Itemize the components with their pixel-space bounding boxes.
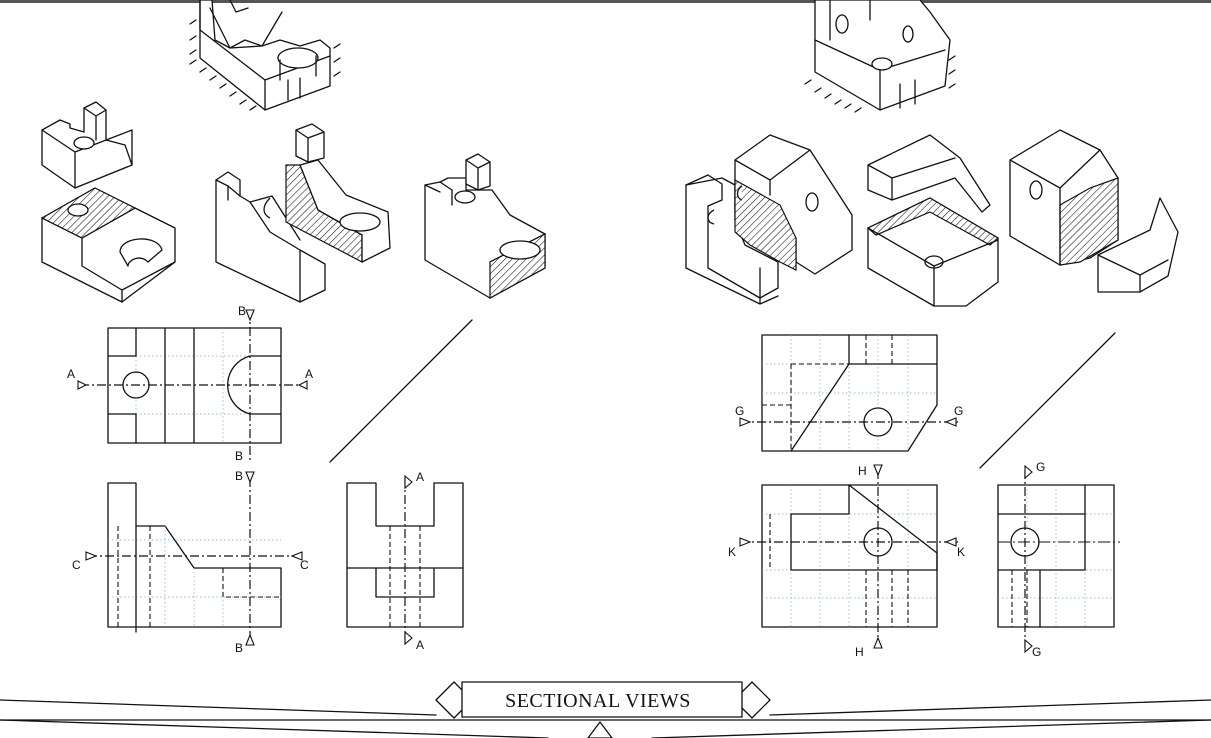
label-h-bottom: H <box>855 645 864 659</box>
arrow-a-left <box>77 380 88 390</box>
left-exploded-section-right-piece <box>424 153 546 300</box>
left-exploded-section-b-piece <box>215 171 326 303</box>
label-k-right: K <box>957 545 965 559</box>
banner-title: SECTIONAL VIEWS <box>505 690 691 712</box>
right-side-view <box>997 464 1120 654</box>
label-a-left: A <box>67 367 75 381</box>
banner-diamond-right <box>733 681 771 719</box>
left-miter-line <box>329 319 473 463</box>
label-c-right: C <box>300 558 309 572</box>
right-miter-line <box>979 332 1116 469</box>
right-exploded-piece-2 <box>734 134 853 275</box>
right-exploded-piece-4 <box>1009 129 1179 293</box>
label-g-left: G <box>735 404 744 418</box>
arrow-a-right <box>297 380 308 390</box>
left-exploded-top-piece <box>41 101 133 189</box>
label-a-side-bottom: A <box>416 638 424 652</box>
left-side-view <box>346 474 464 646</box>
right-front-view <box>739 464 958 649</box>
label-b-top: B <box>238 304 246 318</box>
label-b-mid: B <box>235 449 243 463</box>
left-exploded-base-piece <box>40 187 176 303</box>
label-k-left: K <box>728 545 736 559</box>
left-isometric-part <box>189 0 341 111</box>
label-a-side-top: A <box>416 470 424 484</box>
label-a-right: A <box>305 367 313 381</box>
right-exploded-piece-3 <box>866 134 1000 307</box>
label-g-side-bottom: G <box>1032 645 1041 659</box>
right-exploded-piece-1 <box>685 174 779 305</box>
top-border <box>0 0 1211 3</box>
label-g-side-top: G <box>1036 460 1045 474</box>
label-h-top: H <box>858 464 867 478</box>
arrow-b-top <box>245 309 255 322</box>
left-exploded-section-hatched-piece <box>285 123 391 263</box>
label-b-bottom: B <box>235 641 243 655</box>
label-g-right: G <box>954 404 963 418</box>
left-front-view <box>85 471 303 646</box>
title-banner <box>0 681 1211 738</box>
right-top-view <box>739 334 958 452</box>
label-c-left: C <box>72 558 81 572</box>
left-top-view <box>77 309 308 462</box>
right-isometric-part <box>804 0 956 113</box>
label-b-lower: B <box>235 469 243 483</box>
